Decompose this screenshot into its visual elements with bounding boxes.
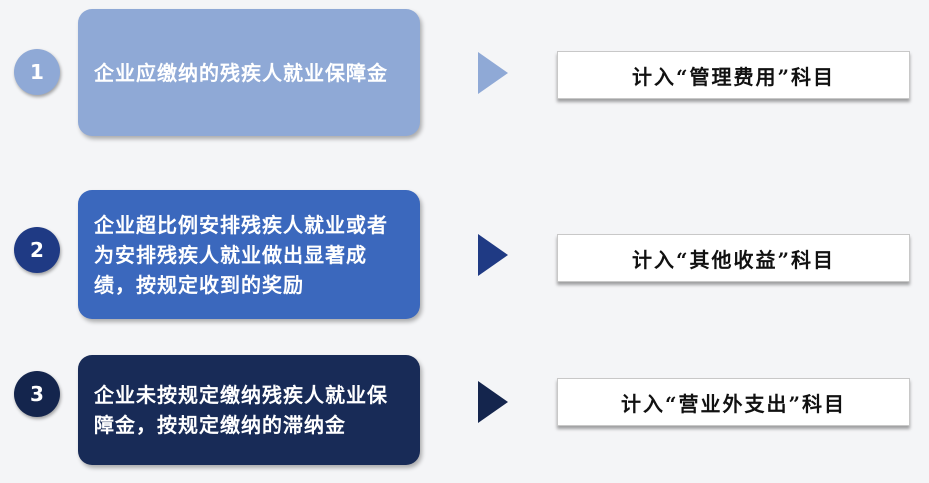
step-result-text: 计入“管理费用”科目 [631, 64, 835, 89]
arrow-right-icon [478, 234, 508, 276]
step-condition-box: 企业未按规定缴纳残疾人就业保障金，按规定缴纳的滞纳金 [78, 355, 420, 465]
step-result-box: 计入“其他收益”科目 [557, 234, 910, 282]
step-condition-box: 企业应缴纳的残疾人就业保障金 [78, 9, 420, 136]
step-number-badge: 2 [14, 227, 60, 273]
step-condition-text: 企业超比例安排残疾人就业或者为安排残疾人就业做出显著成绩，按规定收到的奖励 [94, 212, 388, 297]
arrow-right-icon [478, 52, 508, 94]
step-result-text: 计入“营业外支出”科目 [620, 391, 846, 416]
step-number-badge: 3 [14, 371, 60, 417]
step-result-box: 计入“管理费用”科目 [557, 51, 910, 99]
step-condition-text: 企业未按规定缴纳残疾人就业保障金，按规定缴纳的滞纳金 [94, 383, 388, 437]
step-condition-text: 企业应缴纳的残疾人就业保障金 [94, 60, 388, 85]
arrow-right-icon [478, 381, 508, 423]
step-number-badge: 1 [14, 49, 60, 95]
step-result-text: 计入“其他收益”科目 [631, 247, 835, 272]
step-result-box: 计入“营业外支出”科目 [557, 378, 910, 426]
step-condition-box: 企业超比例安排残疾人就业或者为安排残疾人就业做出显著成绩，按规定收到的奖励 [78, 190, 420, 319]
